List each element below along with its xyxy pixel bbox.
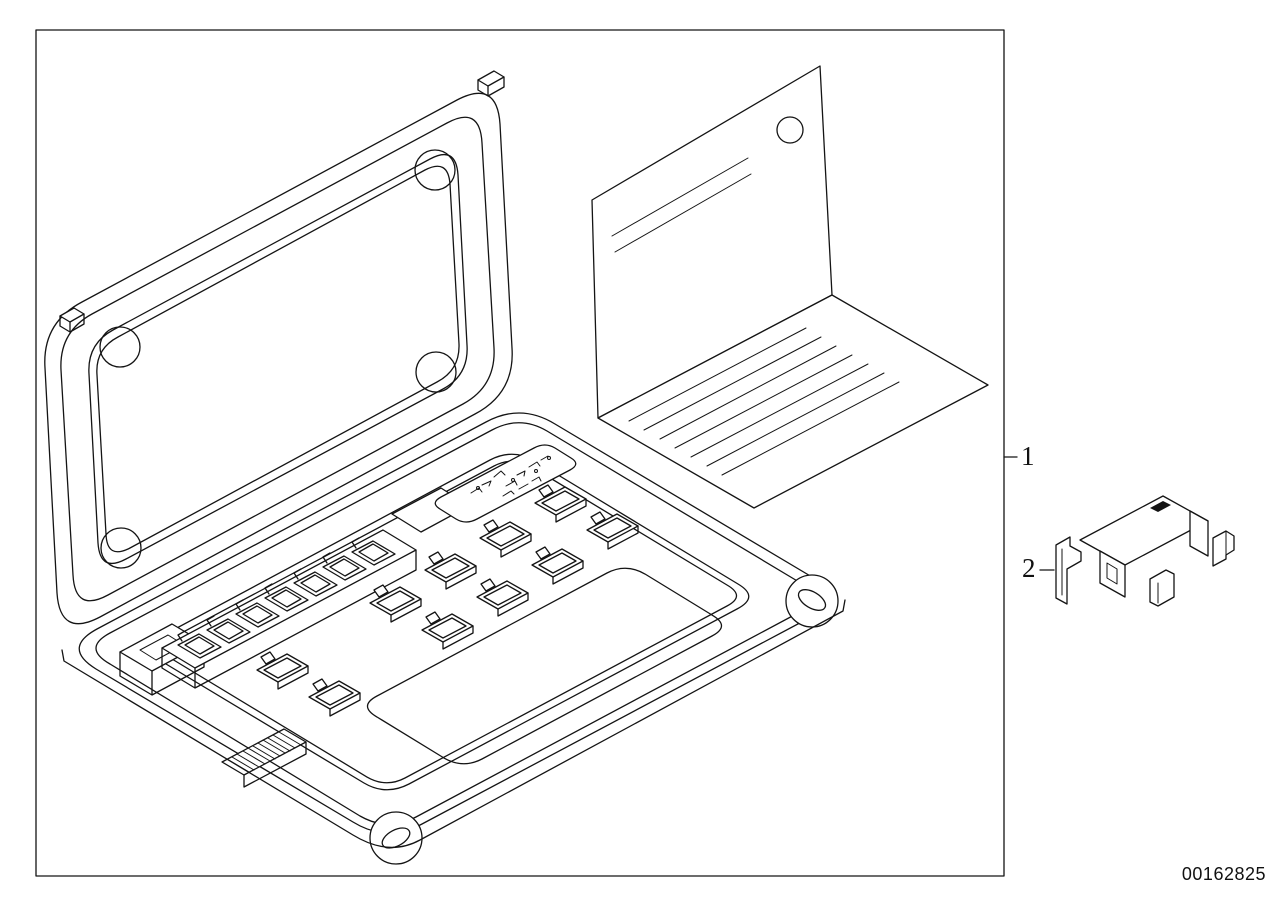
sheet-heading-lines xyxy=(611,157,752,253)
mounting-hole xyxy=(381,827,411,849)
part-number: 00162825 xyxy=(1181,864,1266,884)
bracket-right-clip xyxy=(1212,530,1235,567)
callout-2-label[interactable]: 2 xyxy=(1022,553,1036,583)
bracket-slot xyxy=(1150,501,1171,512)
bracket-wall-slot xyxy=(1106,562,1118,585)
fuse-box-assembly[interactable] xyxy=(44,65,989,865)
case-lid xyxy=(44,70,513,625)
base-skirt xyxy=(61,599,846,849)
mounting-tab xyxy=(369,811,423,865)
instruction-sheet xyxy=(591,65,989,509)
lid-corner-boss xyxy=(100,527,142,569)
lid-corner-boss xyxy=(414,149,456,191)
bracket-left-clip xyxy=(1055,536,1082,605)
lid-outline xyxy=(44,92,513,625)
mounting-bracket[interactable] xyxy=(1055,495,1235,607)
small-parts-compartment xyxy=(434,444,577,523)
lid-corner-boss xyxy=(99,326,141,368)
lid-seal-outer xyxy=(88,154,468,564)
lid-latch-tab xyxy=(59,307,85,333)
mounting-tab xyxy=(785,574,839,628)
connector-strip xyxy=(161,529,417,689)
lid-corner-boss xyxy=(415,351,457,393)
bracket-right-wall xyxy=(1189,510,1209,557)
bracket-front-wall xyxy=(1099,550,1126,598)
empty-slot xyxy=(366,567,723,765)
diagram-border xyxy=(35,29,1005,877)
callout-1-label[interactable]: 1 xyxy=(1021,441,1035,471)
lid-latch-tab xyxy=(477,70,505,97)
sheet-text-lines xyxy=(628,327,900,476)
case-base xyxy=(61,412,846,865)
small-parts-scribbles xyxy=(470,455,551,497)
bracket-top-plate xyxy=(1079,495,1209,566)
mounting-hole xyxy=(797,589,827,611)
bracket-foot xyxy=(1149,569,1175,607)
sheet-hole xyxy=(776,116,804,144)
